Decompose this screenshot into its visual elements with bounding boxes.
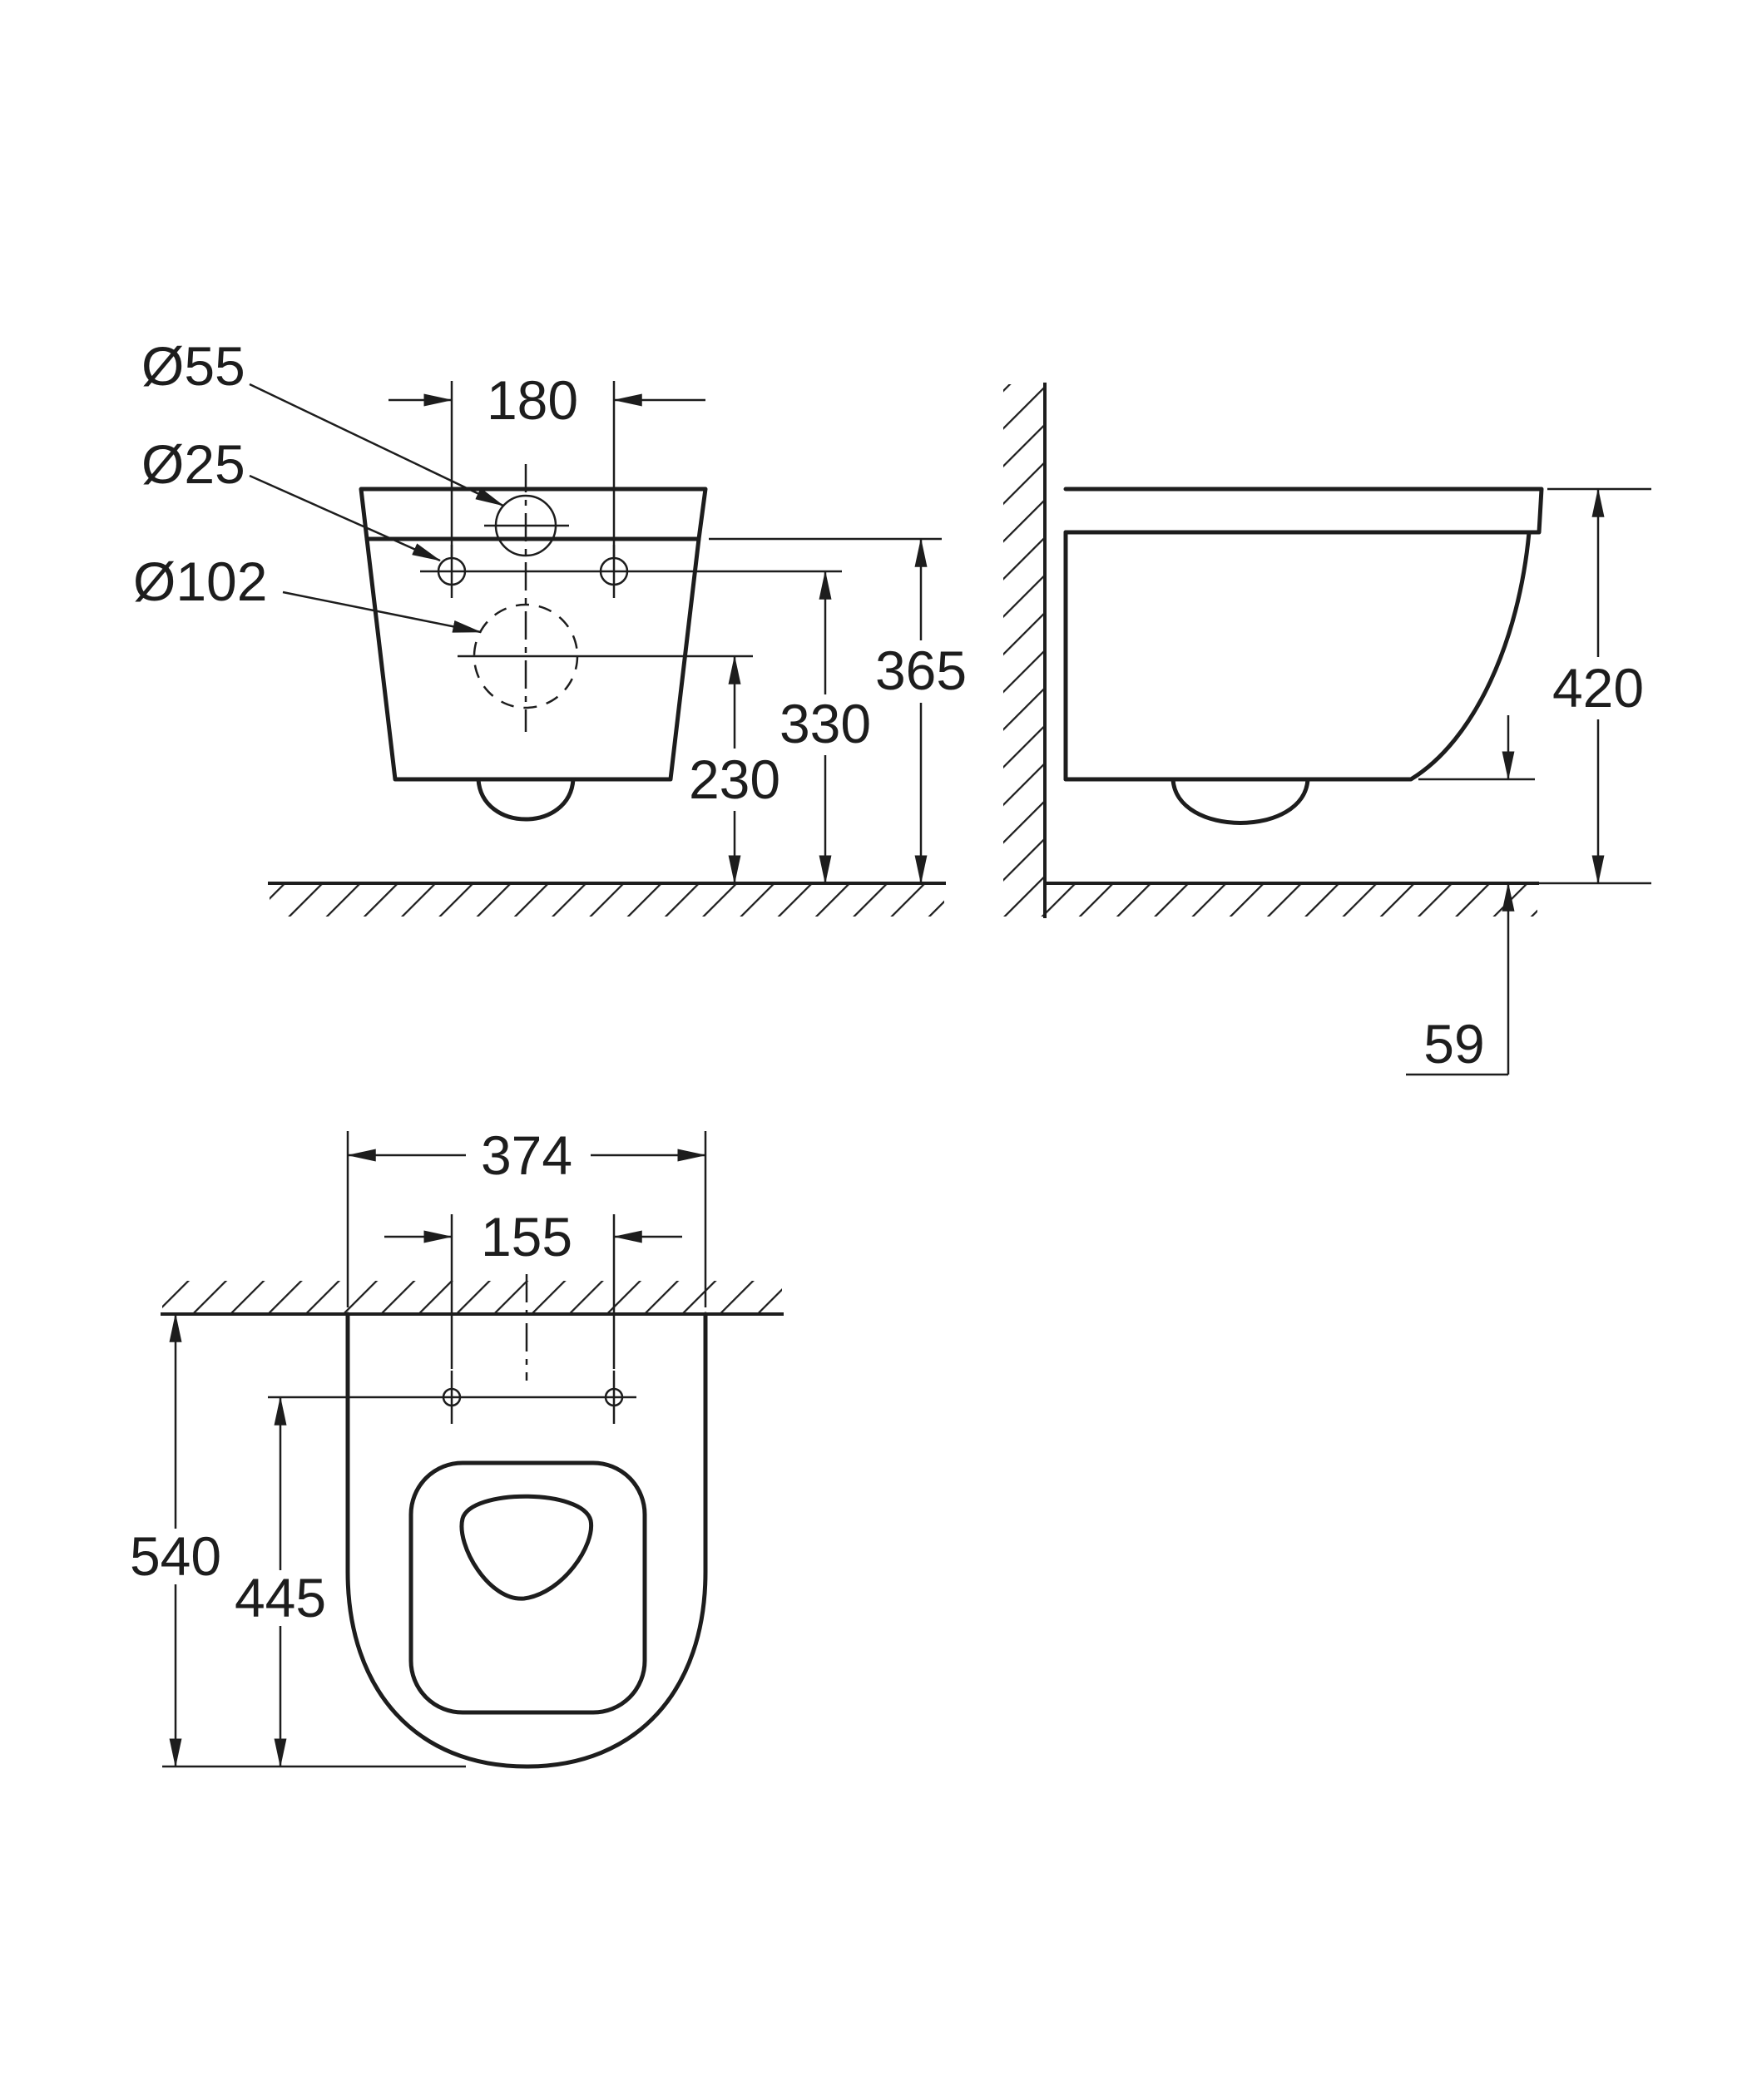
label-dia102: Ø102: [133, 551, 267, 612]
label-365: 365: [875, 640, 967, 701]
mounting-holes-front: [437, 494, 629, 709]
outlet-bump-front: [476, 777, 576, 822]
label-59: 59: [1423, 1013, 1484, 1075]
label-dia55: Ø55: [141, 335, 245, 397]
label-445: 445: [235, 1567, 326, 1628]
outlet-bump-side: [1170, 777, 1310, 825]
label-540: 540: [130, 1525, 221, 1587]
label-330: 330: [779, 693, 871, 754]
toilet-front-body: [364, 536, 701, 782]
label-420: 420: [1552, 657, 1644, 719]
toilet-side-profile: [1063, 487, 1544, 825]
center-lines-front: [420, 464, 842, 732]
toilet-front-outline: [359, 487, 708, 822]
wall-hatch-side: [1003, 383, 1047, 918]
dimension-59: [1406, 715, 1535, 1076]
label-230: 230: [689, 749, 780, 810]
side-view: 420 59: [1003, 383, 1651, 1076]
dimension-420: [1537, 487, 1651, 885]
label-180: 180: [487, 369, 578, 431]
label-155: 155: [481, 1206, 572, 1267]
wall-hatch-plan: [161, 1281, 784, 1316]
label-dia25: Ø25: [141, 433, 245, 495]
leader-dia102: [282, 590, 483, 634]
toilet-plan-outline: [345, 1312, 708, 1769]
dimension-374: [346, 1131, 707, 1307]
dimension-365: [709, 537, 942, 885]
water-surface: [459, 1494, 594, 1601]
front-view: Ø55 Ø25 Ø102 180 365 330 230: [133, 335, 967, 917]
plan-view: 374 155 540 445: [130, 1124, 784, 1769]
dimension-540: [162, 1312, 466, 1768]
leader-lines-front: [249, 383, 505, 634]
seat-opening: [408, 1460, 647, 1715]
dimension-180: [389, 381, 705, 557]
leader-dia25: [249, 474, 442, 562]
plan-holes: [268, 1371, 636, 1424]
floor-hatch-front: [268, 882, 946, 917]
leader-dia55: [249, 383, 505, 507]
dimension-155: [384, 1214, 682, 1369]
label-374: 374: [481, 1124, 572, 1186]
floor-hatch-side: [1043, 882, 1539, 917]
